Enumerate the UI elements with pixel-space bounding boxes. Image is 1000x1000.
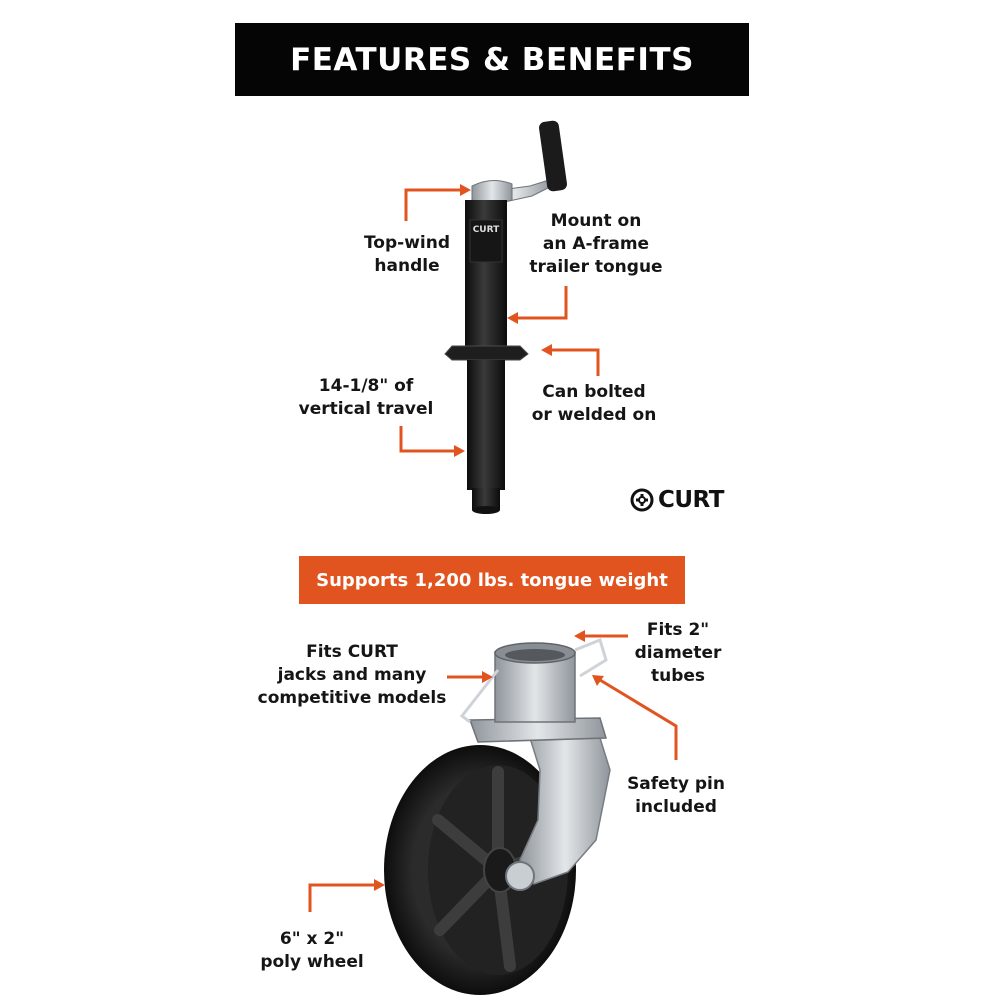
trailer-jack: CURT — [444, 120, 567, 514]
arrowhead-mount — [507, 312, 518, 324]
caster-callout-arrowheads — [374, 630, 604, 891]
callout-bolted-welded: Can bolted or welded on — [528, 381, 660, 427]
callout-fits-curt-jacks: Fits CURT jacks and many competitive mod… — [254, 641, 450, 710]
jack-sticker — [469, 219, 503, 263]
curt-logo-icon — [630, 488, 654, 512]
callout-safety-pin: Safety pin included — [620, 773, 732, 819]
jack-mounting-flange — [444, 345, 529, 361]
jack-callout-arrowheads — [454, 184, 552, 457]
callout-top-wind-text: Top-wind handle — [363, 233, 451, 276]
tongue-weight-text: Supports 1,200 lbs. tongue weight — [316, 569, 668, 591]
arrow-wheel — [308, 883, 376, 912]
banner-title: FEATURES & BENEFITS — [290, 41, 694, 78]
callout-fits-tubes-text: Fits 2" diameter tubes — [634, 620, 722, 686]
jack-foot — [472, 506, 500, 514]
callout-mount-a-frame: Mount on an A-frame trailer tongue — [524, 210, 668, 279]
arrow-mount — [516, 286, 568, 320]
callout-fits-tubes: Fits 2" diameter tubes — [626, 619, 730, 688]
callout-poly-wheel: 6" x 2" poly wheel — [252, 928, 372, 974]
arrowhead-fits-tubes — [574, 630, 585, 642]
callout-top-wind-handle: Top-wind handle — [356, 232, 458, 278]
curt-logo: CURT — [630, 487, 724, 513]
jack-callout-arrows — [399, 188, 600, 453]
arrow-safety-pin — [599, 678, 678, 760]
arrow-top-wind — [404, 188, 462, 221]
caster-fork — [519, 737, 611, 885]
jack-lower-tube — [467, 360, 505, 490]
jack-sticker-text: CURT — [473, 225, 500, 235]
axle-bolt — [505, 861, 535, 891]
callout-safety-pin-text: Safety pin included — [627, 774, 725, 817]
callout-travel-text: 14-1/8" of vertical travel — [298, 376, 434, 419]
curt-logo-text: CURT — [658, 487, 724, 513]
arrowhead-bolted — [541, 344, 552, 356]
jack-handle-grip — [539, 120, 567, 192]
arrow-travel — [399, 426, 456, 453]
arrowhead-wheel — [374, 879, 385, 891]
callout-bolted-text: Can bolted or welded on — [531, 382, 657, 425]
arrowhead-safety-pin — [592, 675, 604, 686]
arrow-bolted — [550, 348, 600, 376]
callout-mount-text: Mount on an A-frame trailer tongue — [529, 211, 663, 277]
callout-fits-jacks-text: Fits CURT jacks and many competitive mod… — [257, 642, 447, 708]
jack-top-cap — [471, 180, 513, 204]
arrowhead-fits-jacks — [482, 671, 493, 683]
caster-wheel — [384, 637, 611, 995]
callout-vertical-travel: 14-1/8" of vertical travel — [291, 375, 441, 421]
arrowhead-top-wind — [460, 184, 471, 196]
features-benefits-banner: FEATURES & BENEFITS — [235, 23, 749, 96]
jack-inner-leg — [472, 488, 500, 510]
callout-wheel-text: 6" x 2" poly wheel — [260, 929, 364, 972]
tongue-weight-badge: Supports 1,200 lbs. tongue weight — [299, 556, 685, 604]
caster-callout-arrows — [308, 634, 678, 912]
safety-pin-wire — [459, 637, 608, 724]
caster-socket-tube — [494, 651, 576, 723]
arrowhead-travel — [454, 445, 465, 457]
